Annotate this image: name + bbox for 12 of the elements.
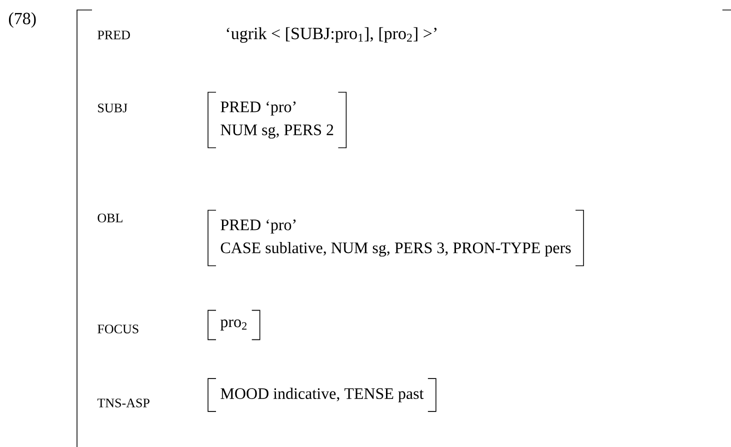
attribute-name: TNS-ASP [97, 398, 150, 408]
attribute-value-matrix: pro$_{2}$ [208, 310, 260, 340]
attribute-value-matrix: PRED ‘pro’ NUM sg, PERS 2 [208, 92, 347, 148]
attribute-name: OBL [98, 214, 122, 222]
attribute-name: PRED [98, 30, 130, 40]
attribute-value-matrix: MOOD indicative, TENSE past [208, 378, 436, 412]
attribute-name: FOCUS [98, 324, 138, 334]
attribute-value-matrix [76, 10, 731, 447]
attribute-name: SUBJ [98, 104, 128, 112]
attribute-value: ‘ugrik < [SUBJ:pro$_{1}$], [pro$_{2}$] >’ [226, 27, 436, 43]
example-number: (78) [8, 12, 36, 28]
attribute-value-matrix: PRED ‘pro’ CASE sublative, NUM sg, PERS 3, PRON-TYPE pers [208, 210, 584, 266]
